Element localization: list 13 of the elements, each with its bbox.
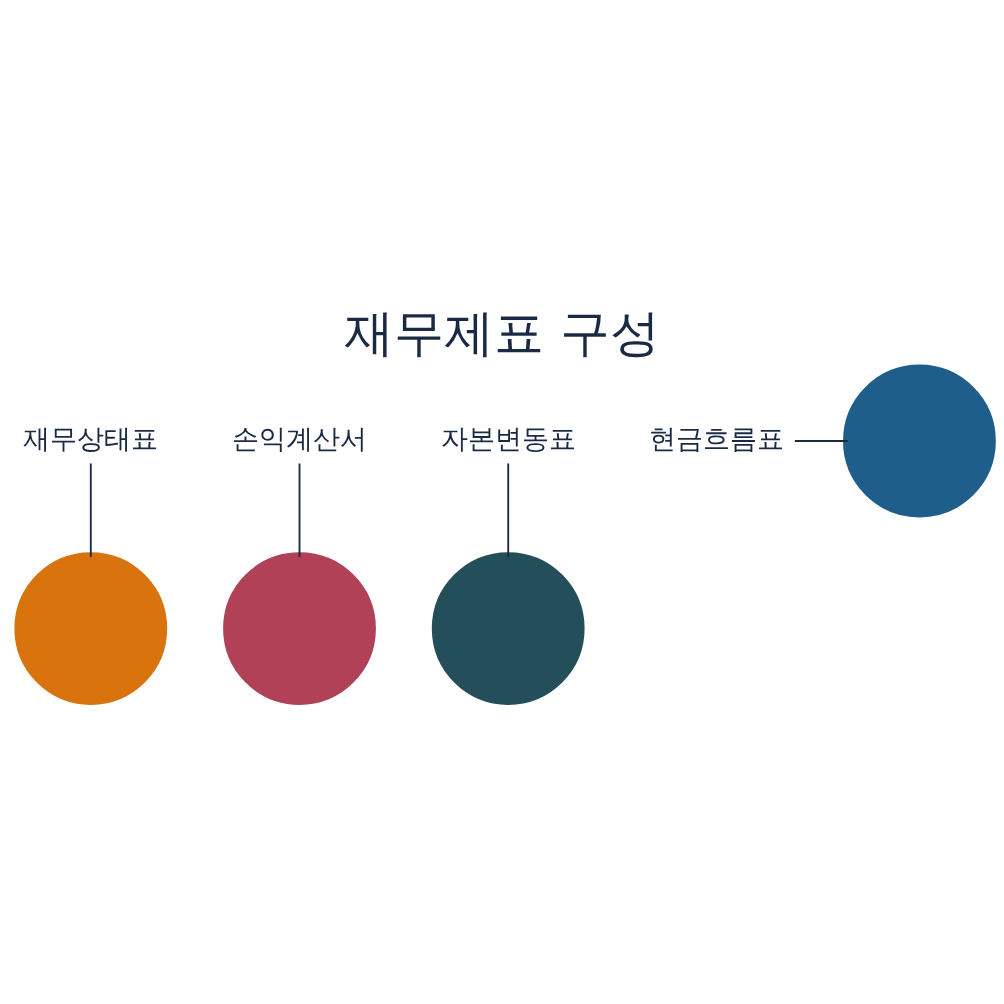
- connector: [507, 462, 510, 558]
- node-text: 자본변동표: [440, 422, 576, 454]
- connector: [89, 462, 92, 558]
- node-circle: [14, 551, 168, 705]
- node-text: 손익계산서: [232, 422, 367, 454]
- node-circle: [223, 551, 376, 705]
- diagram-title: 재무제표 구성: [344, 303, 660, 362]
- node-text: 재무상태표: [23, 422, 159, 454]
- node-text: 현금흐름표: [649, 422, 785, 454]
- node-circle: [431, 551, 585, 705]
- connector: [793, 439, 849, 442]
- node-circle: [843, 364, 996, 517]
- connector: [298, 462, 301, 558]
